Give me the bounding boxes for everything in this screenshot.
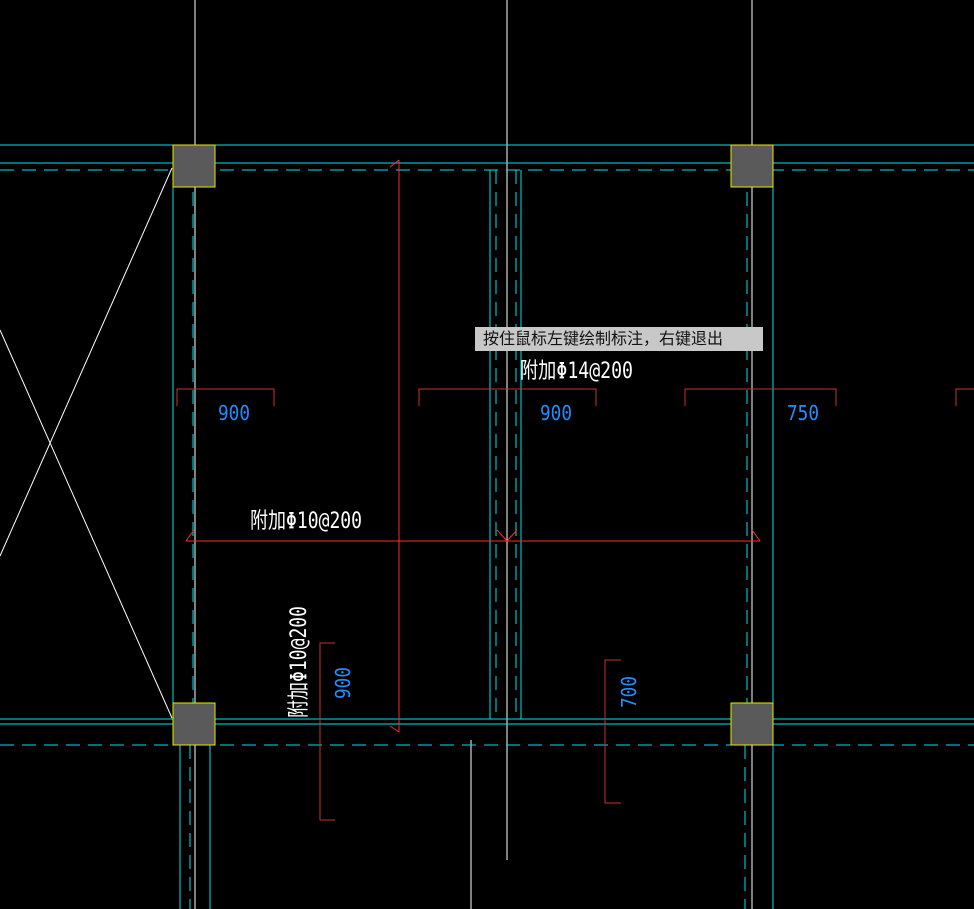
- beam-dashed-lines: [0, 169, 974, 909]
- rebar-lines: [185, 159, 761, 733]
- dim-text-right-750: 750: [787, 401, 819, 425]
- dim-text-left-900: 900: [218, 401, 250, 425]
- dim-text-vert-700: 700: [617, 676, 641, 708]
- dimension-lines: [176, 388, 974, 821]
- columns: [172, 144, 774, 746]
- column-bottom-left: [172, 702, 216, 746]
- rebar-label-vertical: 附加Φ10@200: [287, 606, 312, 718]
- column-top-left: [172, 144, 216, 188]
- command-tooltip: 按住鼠标左键绘制标注，右键退出: [475, 327, 763, 351]
- dim-text-vert-900: 900: [331, 667, 355, 699]
- column-top-right: [730, 144, 774, 188]
- column-bottom-right: [730, 702, 774, 746]
- rebar-label-left: 附加Φ10@200: [250, 509, 362, 534]
- opening-cross: [0, 167, 173, 719]
- axis-lines: [194, 0, 753, 909]
- beam-outlines: [0, 144, 974, 909]
- rebar-label-top: 附加Φ14@200: [520, 359, 633, 384]
- dim-text-mid-900: 900: [540, 401, 572, 425]
